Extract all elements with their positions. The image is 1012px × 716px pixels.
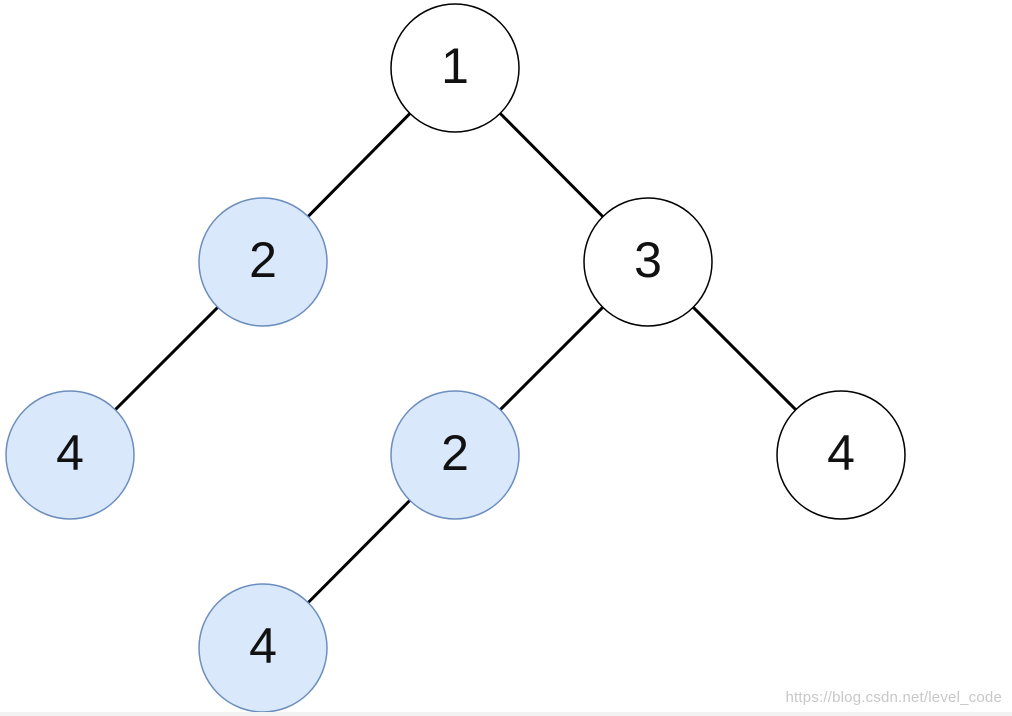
node-circle — [583, 197, 713, 327]
edges-layer — [114, 112, 797, 604]
edge-n2-n4a — [114, 306, 219, 411]
node-circle — [5, 390, 135, 520]
node-label: 1 — [441, 38, 469, 94]
node-label: 4 — [827, 425, 855, 481]
node-label: 4 — [249, 618, 277, 674]
node-label: 2 — [441, 425, 469, 481]
node-circle — [198, 197, 328, 327]
edge-n2b-n4b — [307, 499, 411, 604]
node-label: 3 — [634, 232, 662, 288]
edge-n1-n2 — [306, 112, 412, 218]
tree-node-n3: 3 — [583, 197, 713, 327]
edge-n1-n3 — [499, 112, 604, 218]
node-label: 2 — [249, 232, 277, 288]
node-circle — [390, 3, 520, 133]
watermark-text: https://blog.csdn.net/level_code — [785, 689, 1002, 706]
bottom-strip — [0, 712, 1012, 716]
node-circle — [390, 390, 520, 520]
nodes-layer: 1 2 3 4 2 4 4 — [5, 3, 906, 713]
edge-n3-n2b — [499, 306, 604, 411]
tree-node-n4b: 4 — [198, 583, 328, 713]
tree-node-n1: 1 — [390, 3, 520, 133]
tree-node-n4a: 4 — [5, 390, 135, 520]
tree-node-n4c: 4 — [776, 390, 906, 520]
edge-n3-n4c — [692, 306, 797, 411]
node-circle — [776, 390, 906, 520]
tree-node-n2: 2 — [198, 197, 328, 327]
tree-node-n2b: 2 — [390, 390, 520, 520]
node-label: 4 — [56, 425, 84, 481]
